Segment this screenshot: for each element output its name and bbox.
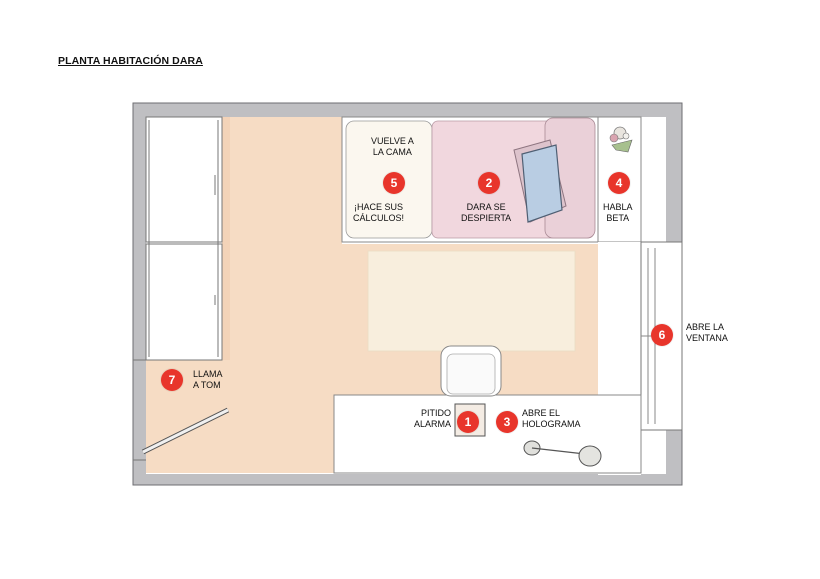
top-note-line-2: LA CAMA — [372, 147, 412, 157]
wardrobe — [145, 116, 223, 361]
step-label-7: LLAMA A TOM — [193, 369, 223, 391]
step-label-1-line-1: PITIDO — [421, 408, 452, 418]
hologram-device — [523, 440, 602, 467]
step-label-3-line-1: ABRE EL — [522, 408, 561, 418]
pillow — [521, 144, 563, 223]
step-label-2-line-2: DESPIERTA — [461, 213, 512, 223]
step-label-7-line-2: A TOM — [193, 380, 221, 390]
step-label-6-line-2: VENTANA — [686, 333, 728, 343]
step-label-5: ¡HACE SUS CÁLCULOS! — [353, 202, 404, 224]
step-marker-5: 5 — [383, 172, 405, 194]
page-title: PLANTA HABITACIÓN DARA — [58, 55, 203, 67]
step-label-4-line-1: HABLA — [603, 202, 633, 212]
step-label-3: ABRE EL HOLOGRAMA — [522, 408, 581, 430]
step-label-3-line-2: HOLOGRAMA — [522, 419, 581, 429]
plant — [609, 126, 633, 153]
chair — [440, 345, 502, 397]
rug — [367, 250, 576, 352]
step-label-1: PITIDO ALARMA — [414, 408, 451, 430]
top-note-line-1: VUELVE A — [371, 136, 414, 146]
step-marker-3: 3 — [496, 411, 518, 433]
floor-strip — [222, 117, 230, 360]
step-marker-2: 2 — [478, 172, 500, 194]
step-label-5-line-2: CÁLCULOS! — [353, 213, 405, 223]
step-label-6-line-1: ABRE LA — [686, 322, 725, 332]
top-note-label: VUELVE A LA CAMA — [371, 136, 414, 158]
door — [133, 359, 230, 461]
step-marker-7: 7 — [161, 369, 183, 391]
step-label-1-line-2: ALARMA — [414, 419, 452, 429]
step-label-6: ABRE LA VENTANA — [686, 322, 728, 344]
step-marker-4: 4 — [608, 172, 630, 194]
step-label-2-line-1: DARA SE — [466, 202, 506, 212]
step-label-2: DARA SE DESPIERTA — [461, 202, 511, 224]
step-label-7-line-1: LLAMA — [193, 369, 223, 379]
step-marker-6: 6 — [651, 324, 673, 346]
step-marker-1: 1 — [457, 411, 479, 433]
step-label-4: HABLA BETA — [603, 202, 633, 224]
step-label-5-line-1: ¡HACE SUS — [354, 202, 404, 212]
step-label-4-line-2: BETA — [606, 213, 630, 223]
